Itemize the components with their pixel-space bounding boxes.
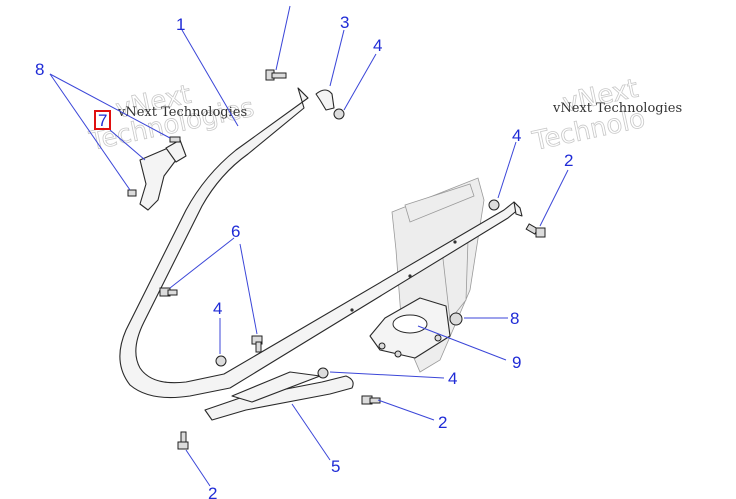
leader-2a — [539, 169, 569, 227]
leader-6b — [239, 243, 258, 335]
leader-2b — [377, 399, 435, 421]
watermark-text-1: vNext Technologies — [117, 105, 247, 120]
bumper-tube — [119, 87, 523, 399]
leader-3 — [329, 29, 345, 87]
bolt-top — [265, 69, 287, 81]
leader-8a-1 — [49, 73, 171, 139]
tube-hole-1 — [350, 308, 354, 312]
callout-2-bottom[interactable]: 2 — [208, 484, 217, 499]
callouts: 1 3 4 8 7 4 2 6 4 8 9 4 2 5 2 — [35, 13, 573, 499]
lower-brace — [204, 371, 354, 421]
watermark-text-2: vNext Technologies — [552, 101, 682, 116]
nut-4-mid — [215, 355, 227, 367]
callout-3[interactable]: 3 — [340, 13, 349, 32]
callout-4-right[interactable]: 4 — [512, 126, 521, 145]
bolt-2-lower — [361, 395, 381, 405]
callout-9[interactable]: 9 — [512, 353, 521, 372]
side-bracket — [139, 139, 187, 211]
leader-1 — [181, 29, 239, 127]
tow-plate-hole-1 — [378, 342, 386, 350]
leader-6a — [169, 237, 235, 289]
callout-2-right[interactable]: 2 — [564, 151, 573, 170]
callout-4-lower[interactable]: 4 — [448, 369, 457, 388]
leader-top-bolt — [275, 5, 291, 71]
tube-hole-2 — [408, 274, 412, 278]
nut-4-lower — [317, 367, 329, 379]
tube-hole-3 — [453, 240, 457, 244]
leader-lines — [49, 5, 569, 487]
leader-8a-2 — [49, 73, 131, 191]
callout-5[interactable]: 5 — [331, 457, 340, 476]
leader-5 — [291, 403, 331, 461]
callout-1[interactable]: 1 — [176, 15, 185, 34]
tow-plate — [369, 297, 451, 359]
leader-2c — [185, 449, 211, 487]
nut-4-right — [488, 199, 500, 211]
bolt-2-bottom — [177, 431, 189, 450]
nut-8-right — [449, 312, 463, 326]
callout-7-highlight — [94, 110, 111, 130]
leader-7 — [109, 129, 146, 161]
callout-8-left[interactable]: 8 — [35, 60, 44, 79]
callout-2-lower[interactable]: 2 — [438, 413, 447, 432]
callout-8-right[interactable]: 8 — [510, 309, 519, 328]
bolt-6-mid — [251, 335, 263, 353]
bolt-8-lower — [127, 189, 137, 197]
callout-7[interactable]: 7 — [98, 111, 107, 130]
leader-4d — [329, 371, 445, 379]
callout-4-mid[interactable]: 4 — [213, 299, 222, 318]
callout-6[interactable]: 6 — [231, 222, 240, 241]
hardware — [127, 69, 546, 450]
leader-9 — [417, 325, 507, 361]
bolt-6-left — [159, 287, 178, 297]
watermark: vNext Technologies vNext Technolo vNext … — [86, 73, 682, 157]
leader-4b — [497, 141, 517, 199]
bolt-2-right — [525, 223, 546, 238]
tow-plate-hole-2 — [394, 350, 402, 358]
leader-4a — [343, 53, 377, 111]
tow-plate-hole-3 — [434, 334, 442, 342]
clip — [315, 89, 335, 111]
nut-4-top — [333, 108, 345, 120]
bolt-8-upper — [169, 136, 181, 143]
callout-4-top[interactable]: 4 — [373, 36, 382, 55]
